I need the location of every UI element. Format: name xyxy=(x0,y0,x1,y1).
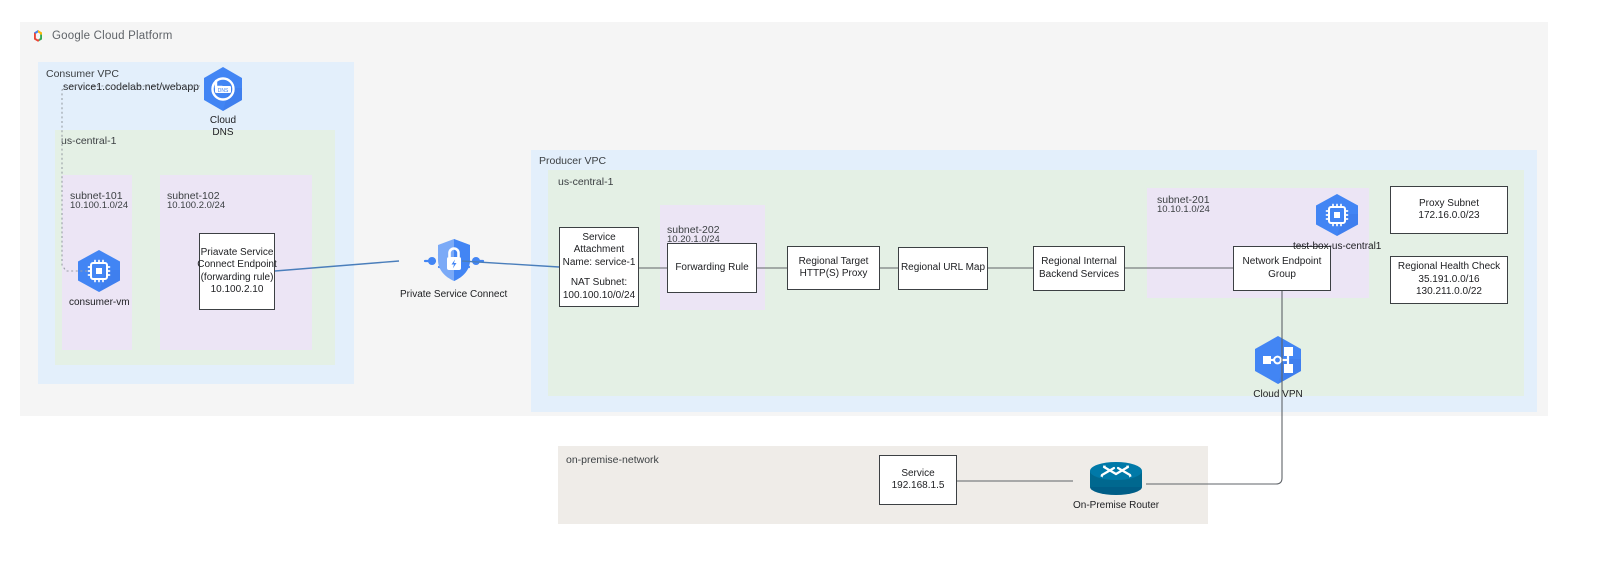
neg-line1: Network Endpoint xyxy=(1242,256,1322,267)
service-attachment-line4: NAT Subnet: xyxy=(570,277,628,289)
health-check-line3: 130.211.0.0/22 xyxy=(1416,286,1482,298)
service-attachment-line2: Attachment xyxy=(573,244,625,256)
service-attachment-box[interactable]: Service Attachment Name: service-1 NAT S… xyxy=(559,227,639,307)
compute-vm-icon xyxy=(78,250,121,292)
psc-endpoint-line3: (forwarding rule) xyxy=(200,271,274,283)
subnet-101-cidr: 10.100.1.0/24 xyxy=(70,200,129,211)
private-service-connect-node[interactable]: Private Service Connect xyxy=(400,236,507,301)
psc-endpoint-line4: 10.100.2.10 xyxy=(210,284,264,295)
gcp-brand: Google Cloud Platform xyxy=(30,28,173,44)
cloud-dns-line1: Cloud xyxy=(209,115,237,126)
regional-target-proxy-box[interactable]: Regional Target HTTP(S) Proxy xyxy=(787,246,880,290)
svg-text:DNS: DNS xyxy=(218,88,229,94)
psc-endpoint-box[interactable]: Priavate Service Connect Endpoint (forwa… xyxy=(197,233,277,310)
consumer-vm-label: consumer-vm xyxy=(69,297,130,308)
producer-vpc-label: Producer VPC xyxy=(539,155,607,167)
cloud-dns-line2: DNS xyxy=(212,127,234,138)
on-premise-network-label: on-premise-network xyxy=(566,454,659,466)
private-service-connect-icon xyxy=(423,239,484,281)
forwarding-rule-label: Forwarding Rule xyxy=(675,261,749,273)
health-check-line1: Regional Health Check xyxy=(1397,261,1501,273)
consumer-region-label: us-central-1 xyxy=(61,135,117,147)
psc-endpoint-line1: Priavate Service xyxy=(200,246,274,258)
target-proxy-line2: HTTP(S) Proxy xyxy=(799,268,868,279)
gcp-brand-label: Google Cloud Platform xyxy=(52,30,173,42)
url-map-label: Regional URL Map xyxy=(900,262,986,274)
regional-health-check-box[interactable]: Regional Health Check 35.191.0.0/16 130.… xyxy=(1390,256,1508,304)
target-proxy-line1: Regional Target xyxy=(798,255,869,267)
service-attachment-line5: 100.100.10/0/24 xyxy=(562,289,636,301)
service-attachment-line3: Name: service-1 xyxy=(562,256,636,268)
producer-region-label: us-central-1 xyxy=(558,176,614,188)
compute-vm-icon xyxy=(1316,194,1359,236)
google-cloud-logo-icon xyxy=(30,28,46,44)
consumer-vm-node[interactable]: consumer-vm xyxy=(69,248,130,309)
regional-url-map-box[interactable]: Regional URL Map xyxy=(898,247,988,290)
router-icon xyxy=(1090,462,1143,495)
forwarding-rule-box[interactable]: Forwarding Rule xyxy=(667,243,757,293)
backend-services-line1: Regional Internal xyxy=(1041,256,1117,267)
cloud-vpn-label: Cloud VPN xyxy=(1253,389,1303,400)
on-premise-service-line2: 192.168.1.5 xyxy=(891,480,945,491)
private-service-connect-label: Private Service Connect xyxy=(400,289,508,300)
regional-backend-services-box[interactable]: Regional Internal Backend Services xyxy=(1033,246,1125,291)
proxy-subnet-line2: 172.16.0.0/23 xyxy=(1418,210,1480,221)
psc-endpoint-line2: Connect Endpoint xyxy=(197,259,277,270)
cloud-vpn-node[interactable]: Cloud VPN xyxy=(1249,334,1307,401)
on-premise-service-box[interactable]: Service 192.168.1.5 xyxy=(879,455,957,505)
cloud-dns-node[interactable]: DNS Cloud DNS xyxy=(202,66,244,139)
proxy-subnet-box[interactable]: Proxy Subnet 172.16.0.0/23 xyxy=(1390,186,1508,234)
test-box-label: test-box-us-central1 xyxy=(1293,241,1382,252)
network-endpoint-group-box[interactable]: Network Endpoint Group xyxy=(1233,246,1331,291)
cloud-dns-label: Cloud DNS xyxy=(210,115,236,139)
service-attachment-line1: Service xyxy=(582,231,616,243)
on-premise-router-node[interactable]: On-Premise Router xyxy=(1073,459,1159,512)
on-premise-service-line1: Service xyxy=(901,467,935,479)
dns-record-label: service1.codelab.net/webapp xyxy=(63,81,200,93)
cloud-dns-icon: DNS xyxy=(204,67,242,111)
subnet-201-cidr: 10.10.1.0/24 xyxy=(1157,204,1210,215)
health-check-line2: 35.191.0.0/16 xyxy=(1418,273,1480,285)
on-premise-router-label: On-Premise Router xyxy=(1073,500,1160,511)
subnet-102-cidr: 10.100.2.0/24 xyxy=(167,200,226,211)
proxy-subnet-line1: Proxy Subnet xyxy=(1418,197,1480,209)
test-box-node[interactable]: test-box-us-central1 xyxy=(1293,192,1381,253)
backend-services-line2: Backend Services xyxy=(1038,268,1120,280)
subnet-202-cidr: 10.20.1.0/24 xyxy=(667,234,720,245)
consumer-vpc-label: Consumer VPC xyxy=(46,68,119,80)
cloud-vpn-icon xyxy=(1255,336,1301,384)
subnet-201-name: subnet-201 xyxy=(1157,194,1210,206)
subnet-202-name: subnet-202 xyxy=(667,224,720,236)
neg-line2: Group xyxy=(1268,268,1296,280)
